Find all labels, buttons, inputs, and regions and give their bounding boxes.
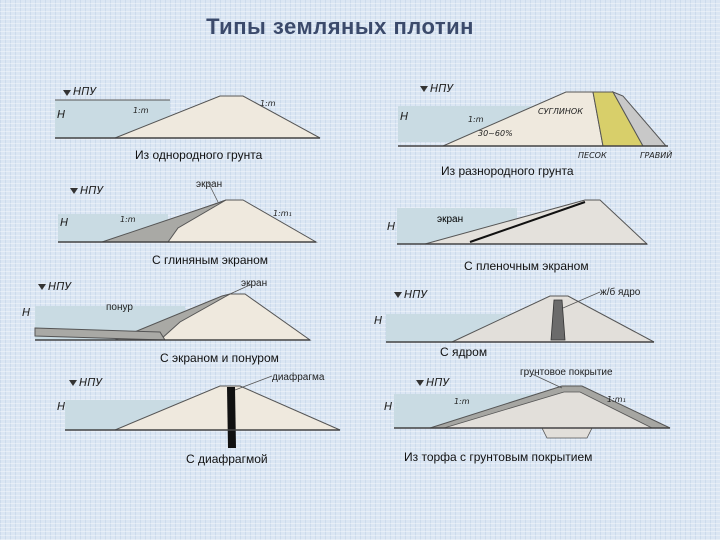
water-level-icon: [70, 188, 78, 194]
dam-core-diagram: НПУ H: [374, 288, 655, 343]
cover-label: грунтовое покрытие: [520, 367, 613, 378]
screen-label: экран: [437, 214, 463, 225]
core-label: ж/б ядро: [600, 287, 641, 298]
caption: Из разнородного грунта: [441, 164, 574, 178]
head-label: H: [400, 110, 408, 123]
npu-label: НПУ: [48, 280, 73, 293]
caption: С экраном и понуром: [160, 351, 279, 365]
film-screen: [469, 201, 586, 243]
slope-label: 1:m: [454, 397, 470, 406]
slope-label: 1:m: [120, 215, 136, 224]
caption: Из однородного грунта: [135, 148, 263, 162]
dam-heterogeneous-diagram: НПУ H 1:m СУГЛИНОК 30~60% ПЕСОК ГРАВИЙ: [398, 82, 672, 160]
head-label: H: [57, 400, 65, 413]
caption: Из торфа с грунтовым покрытием: [404, 450, 593, 464]
water-level-icon: [394, 292, 402, 298]
screen-label: экран: [241, 278, 268, 289]
npu-label: НПУ: [430, 82, 455, 95]
caption: С ядром: [440, 345, 488, 359]
slope-label: 1:m: [468, 115, 484, 124]
npu-label: НПУ: [404, 288, 429, 301]
npu-label: НПУ: [426, 376, 451, 389]
water-level-icon: [420, 86, 428, 92]
gravel-label: ГРАВИЙ: [640, 149, 672, 160]
water-level-icon: [38, 284, 46, 290]
loam-label: СУГЛИНОК: [538, 107, 583, 116]
slope-label: 1:m₁: [273, 209, 292, 218]
head-label: H: [387, 220, 395, 233]
page-title: Типы земляных плотин: [206, 14, 474, 39]
water-level-icon: [69, 380, 77, 386]
head-label: H: [22, 306, 30, 319]
slope-label: 1:m: [133, 106, 149, 115]
slope-label: 1:m: [260, 99, 276, 108]
head-label: H: [384, 400, 392, 413]
sand-label: ПЕСОК: [578, 151, 607, 160]
slope-label: 1:m₁: [607, 395, 626, 404]
caption: С глиняным экраном: [152, 253, 269, 267]
ponur-label: понур: [106, 302, 133, 313]
head-label: H: [374, 314, 382, 327]
percent-label: 30~60%: [478, 129, 513, 138]
concrete-core: [550, 299, 566, 341]
dam-film-screen-diagram: H экран: [387, 199, 649, 245]
diaphragm-label: диафрагма: [272, 372, 325, 383]
peat-base: [541, 427, 593, 439]
dam-screen-ponur-diagram: НПУ H: [22, 280, 312, 341]
dam-homogeneous-diagram: НПУ H 1:m 1:m: [55, 85, 321, 139]
head-label: H: [60, 216, 68, 229]
water-level-icon: [63, 90, 71, 96]
caption: С диафрагмой: [186, 452, 268, 466]
diaphragm: [227, 387, 236, 448]
npu-label: НПУ: [73, 85, 98, 98]
dam-peat-diagram: НПУ H 1:m 1:m₁: [384, 373, 671, 439]
npu-label: НПУ: [79, 376, 104, 389]
head-label: H: [57, 108, 65, 121]
water-level-icon: [416, 380, 424, 386]
dam-clay-screen-diagram: НПУ H 1:m 1:m₁: [58, 181, 318, 243]
npu-label: НПУ: [80, 184, 105, 197]
caption: С пленочным экраном: [464, 259, 589, 273]
dam-diaphragm-diagram: НПУ H: [57, 375, 341, 448]
